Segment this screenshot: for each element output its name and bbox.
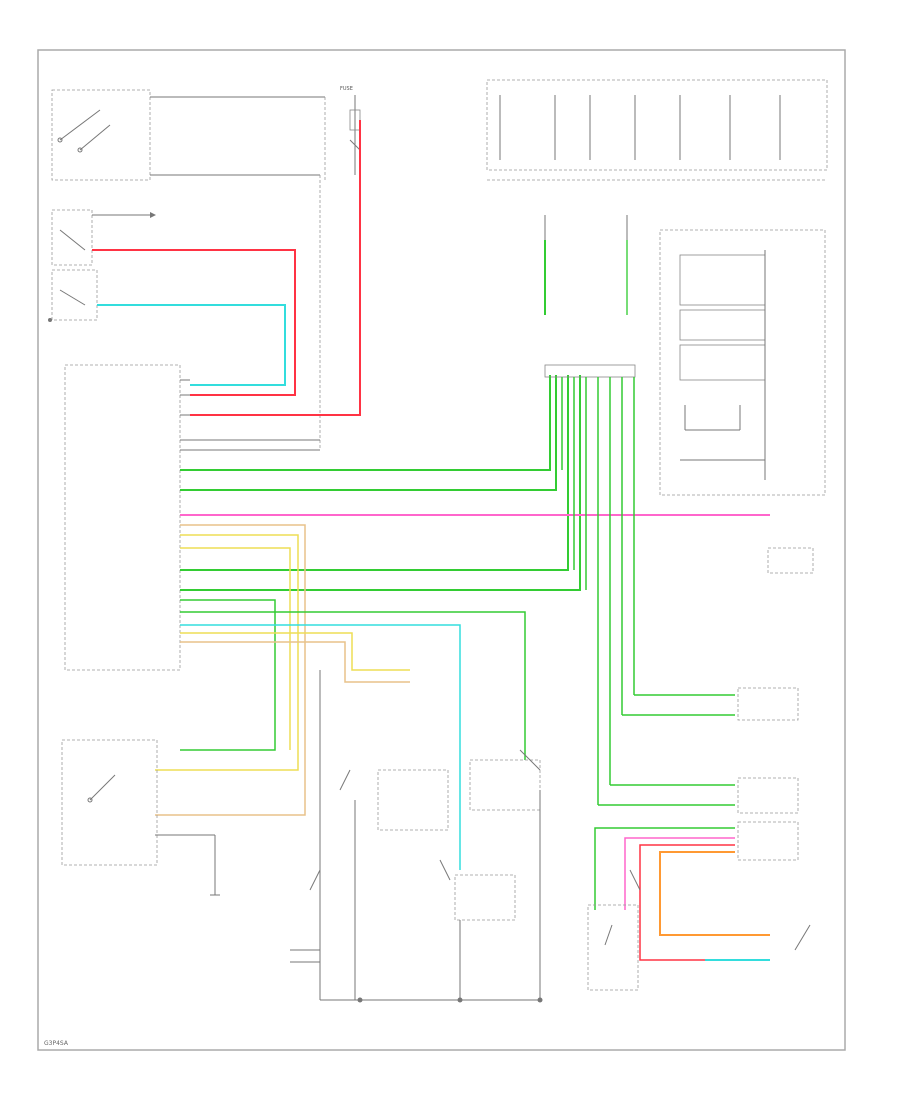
right-connectors: [737, 547, 814, 861]
right-lower-switch: [587, 869, 641, 991]
fuse-panel-top-right: [486, 79, 828, 181]
ignition-switch-box: [51, 89, 151, 181]
pedal-switch-group: [48, 209, 156, 322]
center-relay-group: [309, 670, 541, 1000]
control-module-left: [64, 364, 320, 671]
right-lower-wires: [624, 837, 811, 961]
yellow-tan-wires: [155, 524, 526, 870]
red-wire-fuse: [190, 120, 361, 416]
green-drops-top: [544, 215, 628, 315]
green-wire-bus: [180, 375, 581, 751]
top-left-switch-group: [51, 89, 326, 450]
diagram-frame: [37, 49, 846, 1051]
cyan-wire-pedal: [97, 304, 286, 386]
relay-module-right: [659, 229, 826, 496]
diagram-code: G3P4SA: [44, 1040, 69, 1047]
bottom-ground-bus: [290, 790, 543, 1003]
green-wires-right: [594, 694, 735, 910]
splice-block-center: [544, 364, 636, 805]
svg-text:FUSE: FUSE: [340, 86, 353, 92]
red-wire-ign: [92, 249, 296, 396]
fuse-block-top: FUSE: [340, 86, 361, 175]
left-lower-switch: [61, 739, 220, 896]
